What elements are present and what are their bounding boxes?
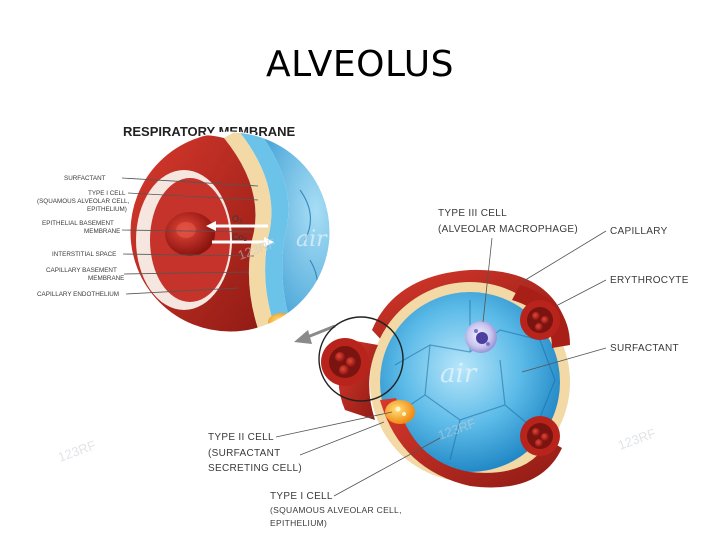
label-type1-line1: TYPE I CELL bbox=[270, 491, 333, 502]
inset-surfactant-blob bbox=[268, 313, 296, 331]
label-erythrocyte: ERYTHROCYTE bbox=[610, 275, 689, 286]
label-type2-line1: TYPE II CELL bbox=[208, 432, 274, 443]
inset-label-capillary-bm-line1: CAPILLARY BASEMENT bbox=[46, 267, 117, 274]
alveolus-main: air bbox=[319, 270, 570, 488]
label-type3-line1: TYPE III CELL bbox=[438, 208, 507, 219]
inset-label-type1-line2: (SQUAMOUS ALVEOLAR CELL, bbox=[37, 198, 130, 205]
label-type3-line2: (ALVEOLAR MACROPHAGE) bbox=[438, 224, 578, 235]
capillary-cross-section-left bbox=[321, 338, 369, 386]
inset-label-capillary-bm-line2: MEMBRANE bbox=[88, 275, 124, 282]
watermark-4: 123RF bbox=[616, 425, 658, 452]
zoom-arrow bbox=[294, 326, 335, 344]
main-air-label: air bbox=[440, 359, 478, 389]
inset-label-epithelial-line2: MEMBRANE bbox=[84, 228, 120, 235]
inset-label-type1-line1: TYPE I CELL bbox=[88, 190, 126, 197]
watermark-2: 123RF bbox=[56, 437, 98, 464]
label-surfactant: SURFACTANT bbox=[610, 343, 679, 354]
respiratory-membrane-inset: O₂ Co₂ air bbox=[120, 120, 360, 350]
type-ii-cell bbox=[385, 400, 415, 424]
inset-air-label: air bbox=[296, 227, 328, 252]
inset-label-epithelial-line1: EPITHELIAL BASEMENT bbox=[42, 220, 114, 227]
o2-label: O₂ bbox=[232, 214, 243, 224]
label-type1-line2: (SQUAMOUS ALVEOLAR CELL, bbox=[270, 505, 402, 515]
inset-label-type1-line3: EPITHELIUM) bbox=[87, 206, 127, 213]
label-type2-line3: SECRETING CELL) bbox=[208, 463, 302, 474]
inset-label-capillary-endothelium: CAPILLARY ENDOTHELIUM bbox=[37, 291, 119, 298]
capillary-cross-section-top-right bbox=[520, 300, 560, 340]
inset-label-interstitial: INTERSTITIAL SPACE bbox=[52, 251, 116, 258]
label-type1-line3: EPITHELIUM) bbox=[270, 518, 327, 528]
label-type2-line2: (SURFACTANT bbox=[208, 448, 281, 459]
co2-label: Co₂ bbox=[232, 232, 248, 242]
inset-label-surfactant: SURFACTANT bbox=[64, 175, 106, 182]
alveolar-macrophage bbox=[465, 321, 497, 353]
capillary-cross-section-bottom-right bbox=[520, 416, 560, 456]
label-capillary: CAPILLARY bbox=[610, 226, 668, 237]
